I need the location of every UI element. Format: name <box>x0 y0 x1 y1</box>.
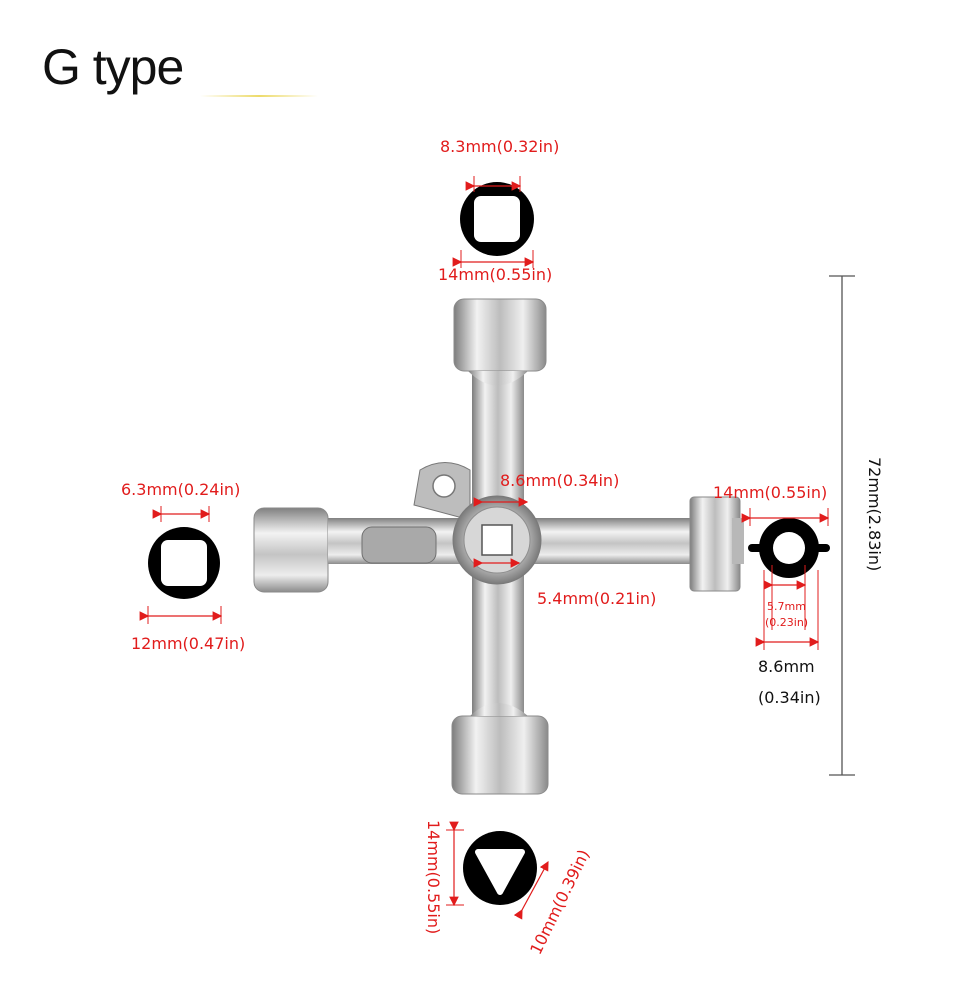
top-inner-label: 8.3mm(0.32in) <box>440 137 560 156</box>
right-inner-label-a: 5.7mm <box>767 600 806 613</box>
title-underline <box>200 95 318 97</box>
length-label: 72mm(2.83in) <box>865 457 884 572</box>
left-outer-label: 12mm(0.47in) <box>131 634 246 653</box>
right-tab-label-a: 8.6mm <box>758 657 815 676</box>
top-outer-label: 14mm(0.55in) <box>438 265 553 284</box>
right-inner-label-b: (0.23in) <box>765 616 809 629</box>
left-socket-icon <box>139 506 223 624</box>
left-inner-label: 6.3mm(0.24in) <box>121 480 241 499</box>
center-inner-label: 5.4mm(0.21in) <box>537 589 657 608</box>
center-outer-label: 8.6mm(0.34in) <box>500 471 620 490</box>
cross-key-wrench-icon <box>253 298 744 795</box>
right-outer-label: 14mm(0.55in) <box>713 483 828 502</box>
bottom-outer-label: 14mm(0.55in) <box>424 820 443 935</box>
length-dimension <box>829 275 855 776</box>
top-socket-icon <box>452 176 535 268</box>
right-tab-label-b: (0.34in) <box>758 688 821 707</box>
page-title: G type <box>42 39 184 95</box>
right-socket-icon <box>741 508 830 650</box>
bottom-socket-icon <box>446 821 549 920</box>
